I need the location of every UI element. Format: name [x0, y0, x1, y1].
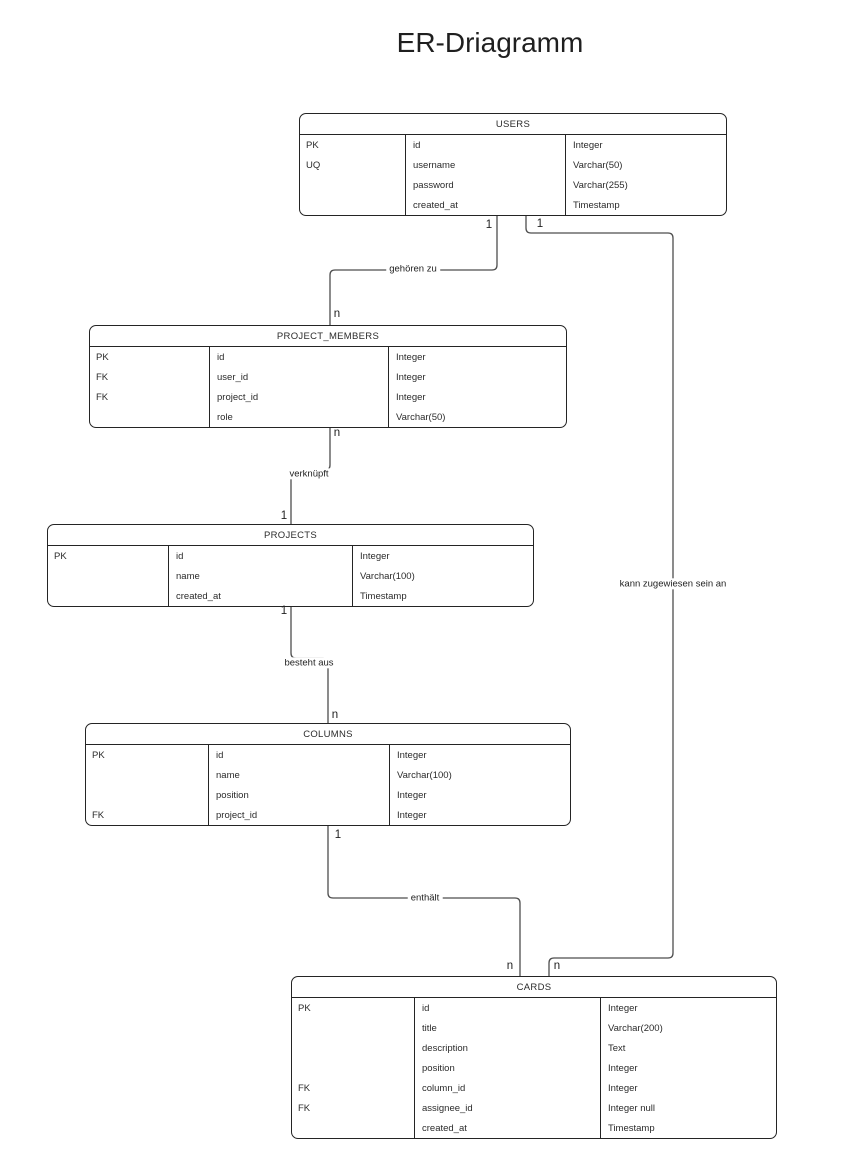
attribute-key — [86, 785, 209, 805]
attribute-key — [90, 407, 210, 427]
entity-title: PROJECT_MEMBERS — [90, 326, 566, 347]
cardinality-label: n — [333, 427, 341, 440]
relationship-label: kann zugewiesen sein an — [616, 578, 730, 590]
attribute-field: project_id — [210, 387, 389, 407]
cardinality-label: 1 — [536, 218, 544, 231]
cardinality-label: n — [331, 709, 339, 722]
attribute-type: Varchar(200) — [608, 1022, 663, 1034]
attribute-key: PK — [86, 745, 209, 765]
attribute-key: PK — [292, 998, 415, 1018]
attribute-key — [292, 1058, 415, 1078]
attribute-field: id — [415, 998, 601, 1018]
attribute-field: id — [406, 135, 566, 155]
attribute-field: column_id — [415, 1078, 601, 1098]
attribute-field: project_id — [209, 805, 390, 825]
attribute-field: password — [406, 175, 566, 195]
attribute-key: PK — [300, 135, 406, 155]
attribute-field: user_id — [210, 367, 389, 387]
attribute-key: FK — [86, 805, 209, 825]
cardinality-label: 1 — [485, 219, 493, 232]
attribute-key — [300, 175, 406, 195]
attribute-key — [292, 1118, 415, 1138]
attribute-type: Integer — [573, 139, 603, 151]
attribute-type: Integer — [360, 550, 390, 562]
attribute-key: UQ — [300, 155, 406, 175]
attribute-key — [300, 195, 406, 215]
diagram-title: ER-Driagramm — [396, 27, 584, 58]
attribute-key: FK — [292, 1078, 415, 1098]
cardinality-label: 1 — [280, 605, 288, 618]
attribute-field: name — [169, 566, 353, 586]
attribute-field: created_at — [169, 586, 353, 606]
attribute-type: Timestamp — [573, 199, 620, 211]
attribute-type: Timestamp — [608, 1122, 655, 1134]
attribute-key: PK — [90, 347, 210, 367]
attribute-field: position — [415, 1058, 601, 1078]
cardinality-label: 1 — [334, 829, 342, 842]
attribute-type: Integer null — [608, 1102, 656, 1114]
attribute-field: description — [415, 1038, 601, 1058]
attribute-field: role — [210, 407, 389, 427]
entity-title: PROJECTS — [48, 525, 533, 546]
attribute-type: Integer — [397, 789, 427, 801]
attribute-field: username — [406, 155, 566, 175]
cardinality-label: 1 — [280, 510, 288, 523]
attribute-key: PK — [48, 546, 169, 566]
attribute-type: Integer — [396, 351, 426, 363]
attribute-key — [86, 765, 209, 785]
relationship-label: besteht aus — [281, 657, 337, 669]
attribute-key — [292, 1018, 415, 1038]
attribute-field: name — [209, 765, 390, 785]
attribute-key: FK — [292, 1098, 415, 1118]
attribute-key — [48, 566, 169, 586]
entity-title: USERS — [300, 114, 726, 135]
entity-title: COLUMNS — [86, 724, 570, 745]
attribute-type: Varchar(100) — [360, 570, 415, 582]
attribute-type: Integer — [397, 749, 427, 761]
attribute-type: Varchar(255) — [573, 179, 628, 191]
entity-title: CARDS — [292, 977, 776, 998]
attribute-field: id — [209, 745, 390, 765]
attribute-type: Integer — [608, 1062, 638, 1074]
relationship-label: verknüpft — [286, 468, 332, 480]
attribute-type: Integer — [397, 809, 427, 821]
attribute-field: position — [209, 785, 390, 805]
cardinality-label: n — [333, 308, 341, 321]
cardinality-label: n — [506, 960, 514, 973]
attribute-field: title — [415, 1018, 601, 1038]
relationship-label: enthält — [407, 892, 443, 904]
attribute-type: Timestamp — [360, 590, 407, 602]
attribute-type: Integer — [608, 1082, 638, 1094]
attribute-key — [48, 586, 169, 606]
cardinality-label: n — [553, 960, 561, 973]
attribute-type: Integer — [396, 391, 426, 403]
attribute-field: created_at — [406, 195, 566, 215]
attribute-key: FK — [90, 367, 210, 387]
attribute-type: Text — [608, 1042, 626, 1054]
attribute-type: Integer — [608, 1002, 638, 1014]
attribute-field: assignee_id — [415, 1098, 601, 1118]
attribute-field: id — [169, 546, 353, 566]
attribute-type: Integer — [396, 371, 426, 383]
attribute-type: Varchar(50) — [396, 411, 446, 423]
attribute-type: Varchar(100) — [397, 769, 452, 781]
attribute-type: Varchar(50) — [573, 159, 623, 171]
attribute-key: FK — [90, 387, 210, 407]
attribute-field: created_at — [415, 1118, 601, 1138]
attribute-key — [292, 1038, 415, 1058]
relationship-label: gehören zu — [386, 263, 440, 275]
attribute-field: id — [210, 347, 389, 367]
